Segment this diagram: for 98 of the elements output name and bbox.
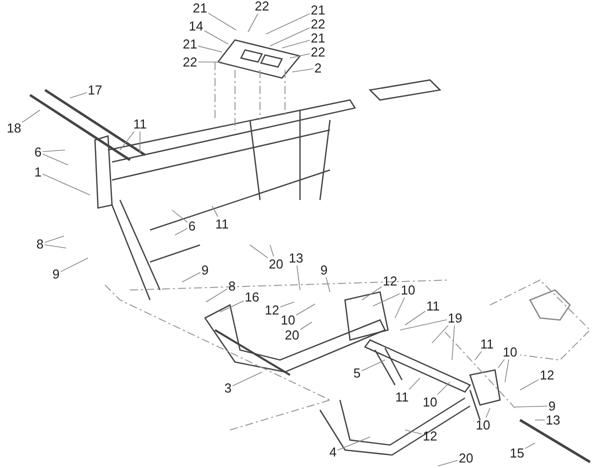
callout-number: 10 — [422, 396, 438, 408]
callout-number: 22 — [182, 56, 198, 68]
callout-number: 15 — [510, 446, 524, 460]
callout-number: 4 — [329, 446, 337, 458]
leader-line — [404, 430, 422, 434]
leader-line — [198, 46, 222, 52]
callout-number: 12 — [422, 430, 438, 442]
leader-line — [524, 442, 536, 449]
leader-line — [266, 13, 310, 34]
leader-line — [174, 228, 188, 236]
callout-number: 17 — [88, 84, 102, 96]
leader-line — [42, 150, 66, 152]
callout-number: 22 — [254, 0, 270, 12]
callout-number: 16 — [244, 290, 260, 304]
leader-line — [300, 322, 312, 330]
callout-number: 9 — [201, 264, 209, 276]
callout-number: 21 — [192, 2, 208, 14]
leader-line — [498, 359, 505, 368]
callout-number: 21 — [182, 38, 198, 50]
callout-number: 21 — [310, 32, 326, 44]
leader-line — [282, 40, 310, 48]
leader-line — [204, 30, 228, 44]
leader-line — [296, 304, 316, 316]
leader-line — [42, 174, 90, 196]
leader-line — [404, 310, 426, 326]
leader-line — [270, 27, 310, 46]
callout-number: 13 — [546, 414, 560, 426]
callout-number: 12 — [382, 274, 398, 288]
callout-number: 20 — [284, 328, 300, 342]
callout-number: 3 — [224, 382, 232, 394]
callout-number: 11 — [480, 338, 494, 350]
leader-line — [452, 325, 455, 360]
callout-number: 6 — [188, 220, 196, 232]
leader-line — [296, 265, 300, 290]
leader-line — [44, 244, 66, 248]
callout-number: 11 — [133, 118, 147, 130]
callout-number: 20 — [268, 258, 284, 270]
callout-number: 9 — [320, 264, 328, 276]
callout-number: 1 — [34, 166, 42, 178]
leader-line — [326, 277, 330, 292]
leader-line — [437, 382, 450, 395]
leader-line — [514, 406, 548, 408]
callout-number: 10 — [280, 314, 296, 326]
callout-number: 22 — [310, 46, 326, 58]
callout-number: 22 — [310, 18, 326, 30]
leader-line — [520, 379, 540, 390]
leader-line — [22, 110, 40, 123]
leader-line — [212, 206, 218, 217]
leader-line — [361, 360, 386, 372]
callout-number: 8 — [36, 238, 44, 250]
leader-line — [60, 258, 88, 272]
callout-number: 6 — [34, 146, 42, 158]
callout-number: 11 — [215, 218, 229, 230]
leader-line — [394, 297, 405, 318]
leader-line — [504, 359, 510, 382]
leader-line — [280, 302, 294, 308]
leader-line — [486, 408, 490, 418]
leader-line — [270, 244, 274, 257]
callout-number: 12 — [540, 368, 554, 382]
callout-number: 10 — [476, 418, 490, 432]
leader-line — [292, 68, 314, 72]
callout-number: 2 — [314, 62, 322, 74]
callout-number: 11 — [426, 300, 440, 312]
callout-number: 8 — [228, 280, 236, 292]
leader-line — [42, 154, 68, 166]
leader-line — [474, 351, 482, 360]
callout-number: 13 — [288, 252, 304, 264]
leader-line — [44, 236, 64, 243]
leader-line — [362, 286, 382, 300]
callout-number: 14 — [188, 20, 204, 32]
leader-line — [120, 131, 135, 150]
callout-number: 11 — [395, 390, 409, 404]
callout-number: 19 — [448, 312, 462, 324]
leader-line — [290, 53, 310, 58]
callout-number: 9 — [52, 268, 60, 280]
leader-line — [438, 460, 458, 466]
callout-number: 18 — [6, 122, 22, 134]
leader-line — [232, 372, 262, 386]
leader-line — [337, 436, 370, 451]
callout-number: 20 — [458, 452, 474, 464]
callout-number: 12 — [264, 304, 280, 316]
leader-line — [70, 92, 88, 98]
leader-line — [408, 378, 420, 390]
leader-line — [372, 293, 400, 306]
callout-number: 10 — [400, 284, 416, 296]
callout-number: 21 — [310, 4, 326, 16]
callout-number: 5 — [353, 366, 361, 380]
leader-line — [172, 210, 188, 223]
leader-line — [250, 244, 268, 258]
leader-line — [220, 300, 244, 312]
leader-line — [208, 12, 236, 30]
leader-line — [206, 288, 228, 302]
leader-line — [432, 325, 448, 344]
leader-line — [182, 272, 201, 282]
callout-number: 10 — [502, 346, 518, 358]
leader-line — [400, 319, 448, 330]
leader-line — [248, 13, 258, 32]
callout-number: 9 — [548, 400, 556, 412]
